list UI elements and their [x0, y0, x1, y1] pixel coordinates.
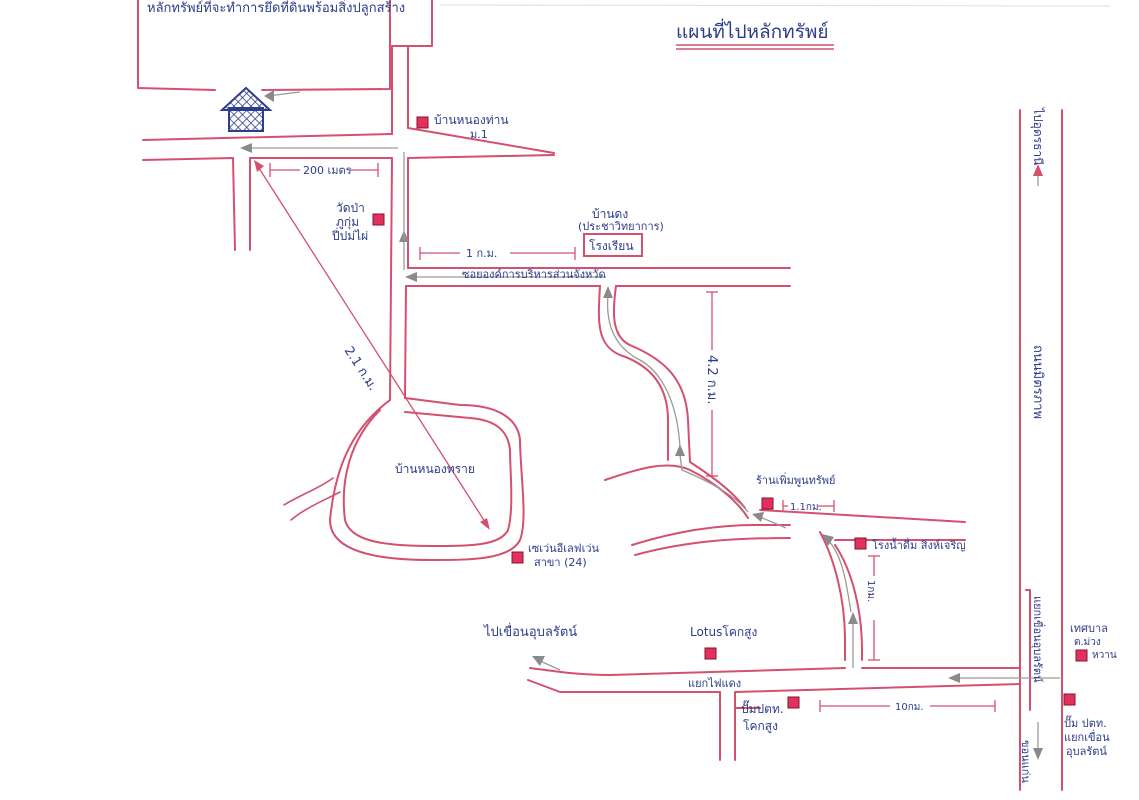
square-marker	[704, 647, 717, 660]
label-wat-3: ปี่ปม่ไผ่	[331, 227, 368, 243]
label-school: โรงเรียน	[589, 239, 634, 253]
school-box	[583, 233, 643, 257]
map-title: แผนที่ไปหลักทรัพย์	[676, 18, 829, 43]
label-seven-eleven-branch: สาขา (24)	[534, 556, 587, 569]
label-to-khonkaen: ขอนแก่น	[1019, 740, 1032, 783]
roads	[137, 0, 1063, 791]
label-ptt-khoksung: ปั๊มปตท.	[741, 700, 784, 716]
label-wat-2: ภูกุ่ม	[336, 215, 359, 230]
dimension-lines	[254, 160, 996, 712]
label-shop: ร้านเพิ่มพูนทรัพย์	[756, 472, 836, 487]
label-lotus: Lotusโคกสูง	[690, 625, 757, 640]
dist-2-1km: 2.1 ก.ม.	[341, 344, 381, 394]
house-icon	[219, 86, 273, 132]
label-municipality-1: เทศบาล	[1070, 622, 1108, 635]
label-traffic-light: แยกไฟแดง	[688, 677, 741, 690]
dist-1km-b: 1กม.	[865, 580, 876, 602]
dist-10km: 10กม.	[895, 702, 924, 713]
label-baan-nong-sai: บ้านหนองทราย	[395, 462, 475, 476]
square-marker	[1075, 649, 1088, 662]
dist-200m: 200 เมตร	[303, 164, 352, 177]
label-municipality-3: หวาน	[1092, 650, 1117, 661]
label-highway: ถนนมิตรภาพ	[1030, 345, 1045, 419]
label-to-dam: ไปเขื่อนอุบลรัตน์	[483, 623, 577, 640]
label-alley: ซอยองค์การบริหารส่วนจังหวัด	[462, 268, 606, 281]
labels: หลักทรัพย์ที่จะทำการยึดที่ดินพร้อมสิ่งปล…	[147, 0, 1117, 783]
label-ptt-junction-2: แยกเขื่อน	[1064, 729, 1110, 744]
top-note: หลักทรัพย์ที่จะทำการยึดที่ดินพร้อมสิ่งปล…	[147, 0, 405, 16]
square-marker	[511, 551, 524, 564]
square-marker	[761, 497, 774, 510]
label-ptt-junction-1: ปั๊ม ปตท.	[1064, 715, 1107, 730]
label-municipality-2: ต.ม่วง	[1074, 637, 1101, 648]
square-marker	[372, 213, 385, 226]
label-seven-eleven: เซเว่นอีเลฟเว่น	[528, 542, 600, 555]
dist-1-1km: 1.1กม.	[790, 502, 822, 513]
label-school-top: บ้านดง	[592, 207, 628, 221]
square-marker	[787, 696, 800, 709]
label-baan-nong-tan: บ้านหนองท่าน	[434, 113, 509, 127]
landmark-markers	[372, 116, 1088, 709]
square-marker	[854, 537, 867, 550]
label-school-top2: (ประชาวิทยาการ)	[578, 220, 664, 233]
label-ptt-junction-3: อุบลรัตน์	[1066, 745, 1107, 758]
label-to-udon: ไปอุดรธานี	[1030, 107, 1045, 165]
label-drinking-water: โรงน้ำดื่ม สิงห์เจริญ	[872, 537, 966, 552]
square-marker	[1063, 693, 1076, 706]
route-guide	[240, 90, 1060, 760]
square-marker	[416, 116, 429, 129]
dist-1km: 1 ก.ม.	[466, 247, 497, 260]
label-junction-vertical: แยกเขื่อนอุบลรัตน์	[1031, 596, 1046, 683]
label-wat-1: วัดป่า	[336, 201, 365, 215]
label-ptt-khoksung-2: โคกสูง	[743, 719, 778, 734]
dist-4-2km: 4.2 ก.ม.	[704, 355, 719, 405]
label-baan-nong-tan-moo: ม.1	[470, 128, 488, 141]
